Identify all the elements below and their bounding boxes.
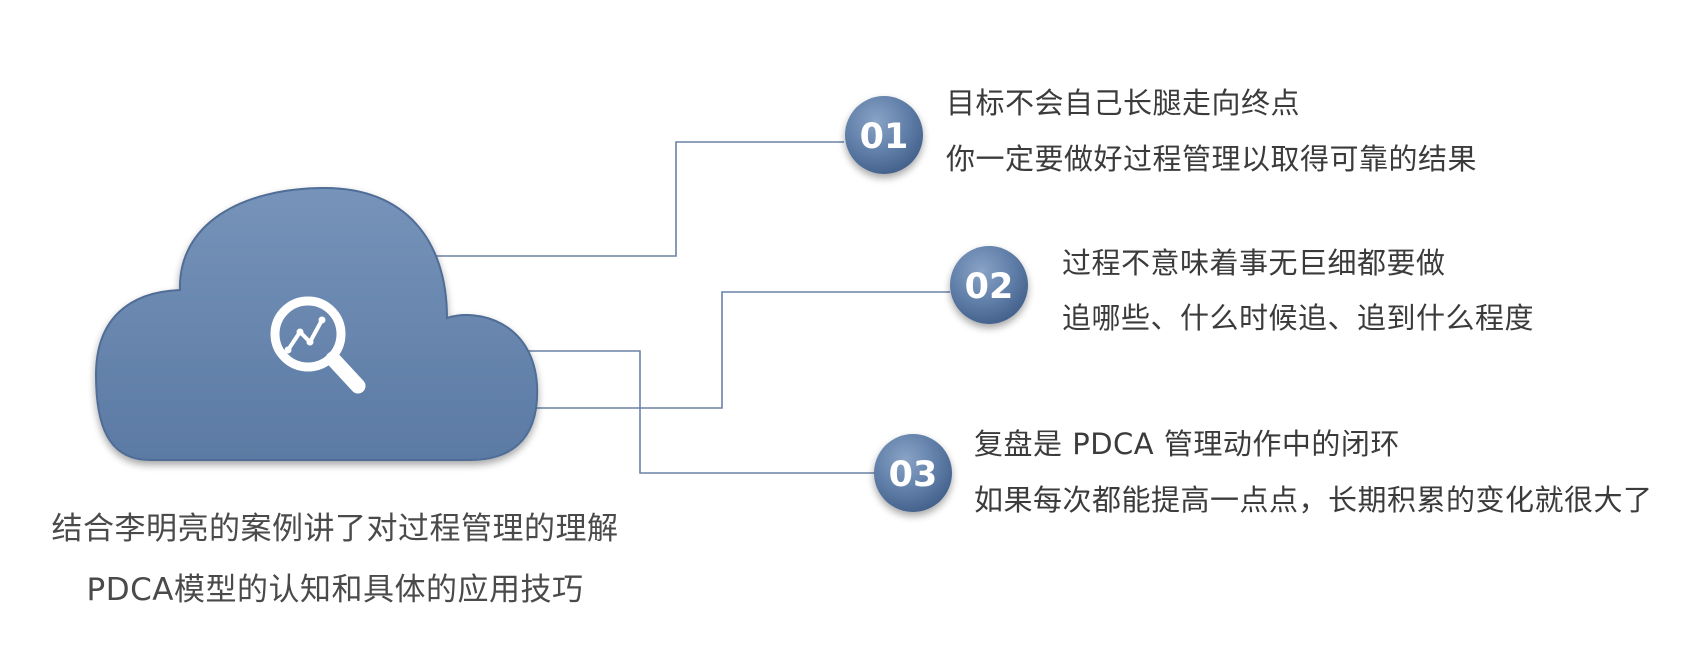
connector-lines — [430, 141, 950, 474]
item-02-title: 过程不意味着事无巨细都要做 — [1062, 246, 1446, 280]
badge-03: 03 — [874, 434, 952, 512]
connector-line-03 — [525, 350, 880, 474]
cloud-shape — [94, 186, 539, 461]
badge-01: 01 — [845, 96, 923, 174]
item-03-title: 复盘是 PDCA 管理动作中的闭环 — [974, 427, 1400, 461]
item-01-detail: 你一定要做好过程管理以取得可靠的结果 — [946, 142, 1478, 176]
badge-number-01: 01 — [860, 117, 909, 157]
badge-02: 02 — [950, 246, 1028, 324]
connector-line-01 — [430, 141, 844, 257]
connector-line-02 — [535, 291, 950, 409]
caption-line-2: PDCA模型的认知和具体的应用技巧 — [86, 572, 584, 608]
badge-number-02: 02 — [965, 267, 1014, 307]
magnifier-chart-icon — [270, 296, 366, 394]
item-03-detail: 如果每次都能提高一点点，长期积累的变化就很大了 — [974, 483, 1653, 517]
caption-line-1: 结合李明亮的案例讲了对过程管理的理解 — [51, 511, 619, 547]
item-01-title: 目标不会自己长腿走向终点 — [946, 86, 1301, 120]
badge-number-03: 03 — [889, 455, 938, 495]
item-02-detail: 追哪些、什么时候追、追到什么程度 — [1062, 301, 1535, 335]
